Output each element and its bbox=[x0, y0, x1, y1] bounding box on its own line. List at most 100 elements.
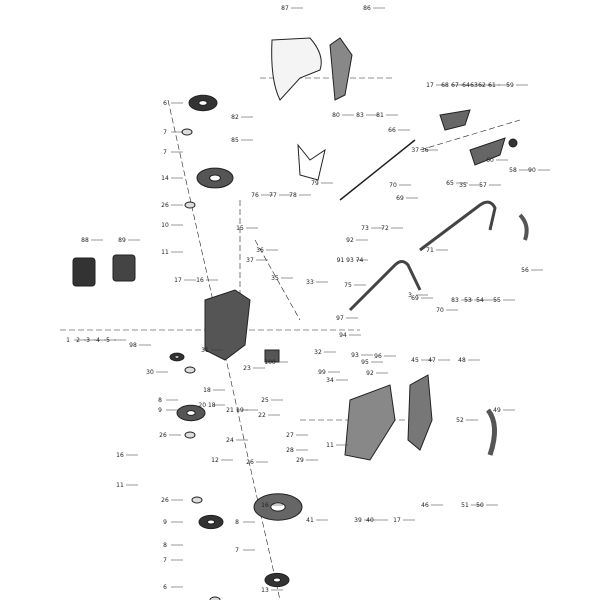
part-label: 49 bbox=[493, 407, 501, 414]
part-label: 6 bbox=[163, 584, 167, 591]
part-label: 33 bbox=[306, 279, 314, 286]
part-label: 20 18 bbox=[198, 402, 215, 409]
part-label: 80 bbox=[332, 112, 340, 119]
part-label: 69 bbox=[411, 295, 419, 302]
part-label: 23 bbox=[243, 365, 251, 372]
part-label: 8 bbox=[158, 397, 162, 404]
part-label: 30 bbox=[146, 369, 154, 376]
part-label: 27 bbox=[286, 432, 294, 439]
part-label: 66 bbox=[388, 127, 396, 134]
part-label: 16 bbox=[196, 277, 204, 284]
part-label: 7 bbox=[163, 557, 167, 564]
part-label: 46 bbox=[421, 502, 429, 509]
part-label: 12 bbox=[211, 457, 219, 464]
wheel-hub bbox=[186, 410, 196, 416]
part-label: 19 bbox=[236, 407, 244, 414]
switch-box bbox=[439, 109, 471, 131]
part-label: 63 bbox=[470, 82, 478, 89]
part-label: 17 bbox=[393, 517, 401, 524]
washer bbox=[184, 366, 196, 374]
wheel-hub bbox=[198, 100, 208, 106]
rear-cover bbox=[344, 384, 396, 461]
part-label: 7 bbox=[235, 547, 239, 554]
part-label: 51 bbox=[461, 502, 469, 509]
part-label: 62 bbox=[478, 82, 486, 89]
part-label: 90 bbox=[528, 167, 536, 174]
battery bbox=[72, 257, 96, 287]
part-label: 57 bbox=[479, 182, 487, 189]
part-label: 15 bbox=[236, 225, 244, 232]
part-label: 92 bbox=[346, 237, 354, 244]
part-label: 21 bbox=[226, 407, 234, 414]
wheel-hub bbox=[174, 355, 180, 359]
mower-deck bbox=[204, 289, 251, 361]
part-label: 93 bbox=[351, 352, 359, 359]
part-label: 48 bbox=[458, 357, 466, 364]
part-label: 7 bbox=[163, 149, 167, 156]
part-label: 59 bbox=[506, 82, 514, 89]
part-label: 98 bbox=[129, 342, 137, 349]
washer bbox=[191, 496, 203, 504]
part-label: 28 bbox=[286, 447, 294, 454]
part-label: 7 bbox=[163, 129, 167, 136]
grass-box-lid bbox=[329, 37, 353, 101]
part-label: 61 bbox=[488, 82, 496, 89]
part-label: 9 bbox=[158, 407, 162, 414]
assembly-axis bbox=[254, 239, 301, 321]
part-label: 73 bbox=[361, 225, 369, 232]
part-label: 71 bbox=[426, 247, 434, 254]
part-label: 87 bbox=[281, 5, 289, 12]
part-label: 29 bbox=[296, 457, 304, 464]
part-label: 6 bbox=[163, 100, 167, 107]
assembly-axis bbox=[419, 119, 521, 151]
part-label: 91 93 74 bbox=[337, 257, 364, 264]
wheel-hub bbox=[270, 502, 286, 512]
part-label: 2 bbox=[76, 337, 80, 344]
part-label: 37 bbox=[246, 257, 254, 264]
part-label: 3 bbox=[86, 337, 90, 344]
part-label: 77 bbox=[269, 192, 277, 199]
part-label: 58 bbox=[509, 167, 517, 174]
part-label: 67 bbox=[451, 82, 459, 89]
part-label: 26 bbox=[161, 497, 169, 504]
part-label: 54 bbox=[476, 297, 484, 304]
part-label: 45 bbox=[411, 357, 419, 364]
part-label: 34 bbox=[326, 377, 334, 384]
part-label: 10 bbox=[161, 222, 169, 229]
side-cover bbox=[407, 374, 433, 451]
part-label: 72 bbox=[381, 225, 389, 232]
part-label: 11 bbox=[326, 442, 334, 449]
washer bbox=[209, 596, 221, 600]
part-label: 1 bbox=[66, 337, 70, 344]
part-label: 26 bbox=[159, 432, 167, 439]
part-label: 14 bbox=[161, 175, 169, 182]
battery bbox=[112, 254, 136, 282]
part-label: 86 bbox=[363, 5, 371, 12]
part-label: 52 bbox=[456, 417, 464, 424]
part-label: 92 bbox=[366, 370, 374, 377]
switch-box bbox=[469, 137, 506, 166]
part-label: 82 bbox=[231, 114, 239, 121]
part-label: 17 bbox=[174, 277, 182, 284]
part-label: 11 bbox=[116, 482, 124, 489]
handle-clip bbox=[518, 213, 529, 241]
part-label: 24 bbox=[226, 437, 234, 444]
part-label: 99 bbox=[318, 369, 326, 376]
part-label: 55 bbox=[493, 297, 501, 304]
part-label: 88 bbox=[81, 237, 89, 244]
part-label: 16 bbox=[116, 452, 124, 459]
part-label: 64 bbox=[462, 82, 470, 89]
part-label: 40 bbox=[366, 517, 374, 524]
part-label: 35 bbox=[459, 182, 467, 189]
washer bbox=[184, 201, 196, 209]
part-label: 4 bbox=[96, 337, 100, 344]
part-label: 11 bbox=[161, 249, 169, 256]
part-label: 83 bbox=[356, 112, 364, 119]
part-label: 68 bbox=[441, 82, 449, 89]
part-label: 100 bbox=[264, 359, 276, 366]
part-label: 65 bbox=[446, 180, 454, 187]
part-label: 89 bbox=[118, 237, 126, 244]
part-label: 95 bbox=[361, 359, 369, 366]
part-label: 94 bbox=[339, 332, 347, 339]
